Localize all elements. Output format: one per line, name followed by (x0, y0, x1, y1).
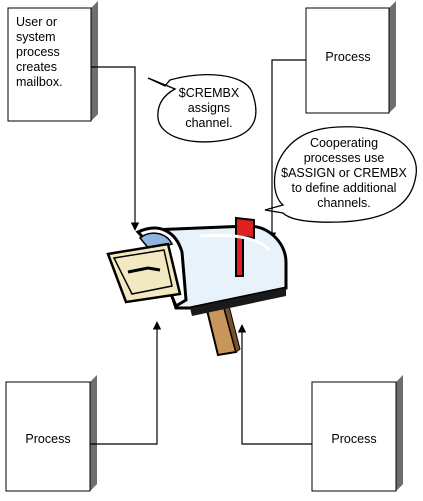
process-bottom-right-label: Process (331, 432, 377, 446)
process-bottom-left-label: Process (25, 432, 71, 446)
cooperating-callout-text: Cooperating processes use $ASSIGN or CRE… (281, 136, 407, 210)
cooperating-callout-bubble (264, 126, 417, 223)
arrow-process-top-right-to-mailbox (267, 59, 306, 241)
arrow-user-to-mailbox (91, 66, 140, 231)
process-bottom-left-box (5, 375, 97, 492)
process-top-right-label: Process (325, 50, 371, 64)
user-process-label: User or system process creates mailbox. (16, 15, 63, 89)
mailbox-icon (106, 216, 288, 357)
arrow-process-bottom-left-to-mailbox (90, 321, 162, 445)
process-bottom-right-box (311, 375, 403, 492)
crembx-callout-text: $CREMBX assigns channel. (178, 86, 240, 130)
arrow-process-bottom-right-to-mailbox (237, 324, 312, 445)
crembx-callout-bubble (147, 74, 257, 143)
mailbox-flag (235, 216, 255, 240)
process-top-right-box (305, 1, 396, 114)
user-process-box (7, 1, 98, 122)
